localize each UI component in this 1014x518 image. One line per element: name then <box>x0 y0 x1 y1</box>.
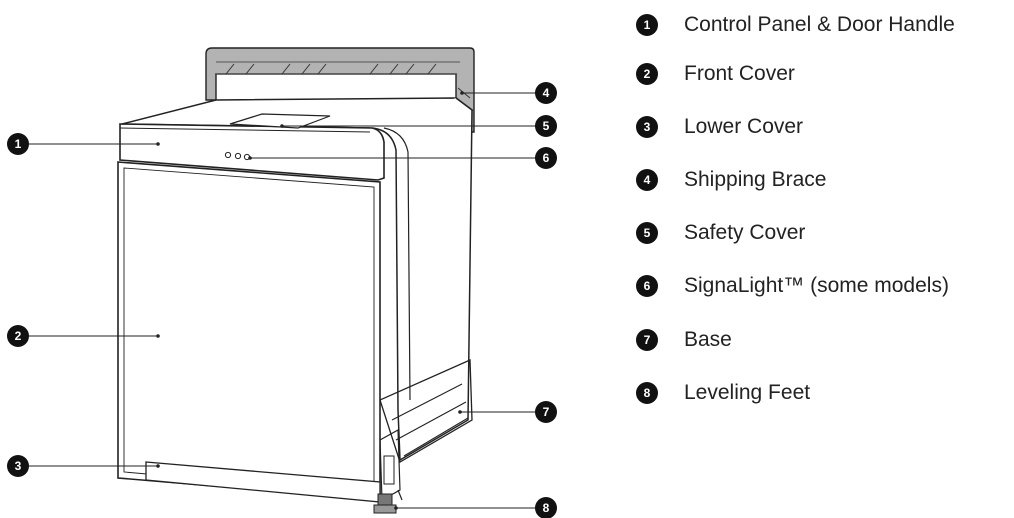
legend-item-leveling-feet: 8 Leveling Feet <box>636 378 810 408</box>
leader-lines <box>20 92 546 509</box>
base-frame <box>379 359 473 502</box>
legend-label: Front Cover <box>684 62 795 85</box>
svg-text:1: 1 <box>15 137 22 151</box>
svg-text:6: 6 <box>543 151 550 165</box>
callout-4: 4 <box>535 82 557 104</box>
legend-label: SignaLight™ (some models) <box>684 274 949 297</box>
callout-8: 8 <box>535 497 557 518</box>
svg-text:3: 3 <box>15 459 22 473</box>
legend-item-front-cover: 2 Front Cover <box>636 59 795 89</box>
shipping-brace <box>205 47 475 133</box>
legend-item-safety-cover: 5 Safety Cover <box>636 218 805 248</box>
legend-item-control-panel: 1 Control Panel & Door Handle <box>636 10 955 40</box>
legend-label: Safety Cover <box>684 221 806 244</box>
control-panel <box>119 123 385 181</box>
legend-badge: 6 <box>636 275 658 297</box>
callout-1: 1 <box>7 133 29 155</box>
legend-item-shipping-brace: 4 Shipping Brace <box>636 165 826 195</box>
front-door <box>117 161 381 501</box>
legend: 1 Control Panel & Door Handle 2 Front Co… <box>636 0 1014 518</box>
legend-badge: 7 <box>636 329 658 351</box>
leveling-foot <box>373 493 397 514</box>
legend-item-lower-cover: 3 Lower Cover <box>636 112 803 142</box>
side-panel <box>371 97 473 462</box>
callout-2: 2 <box>7 325 29 347</box>
legend-label: Leveling Feet <box>684 381 811 404</box>
callout-6: 6 <box>535 147 557 169</box>
legend-label: Control Panel & Door Handle <box>684 13 955 36</box>
svg-text:4: 4 <box>543 86 550 100</box>
legend-badge: 1 <box>636 14 658 36</box>
safety-cover <box>229 113 331 129</box>
legend-badge: 8 <box>636 382 658 404</box>
svg-text:7: 7 <box>543 405 550 419</box>
legend-badge: 5 <box>636 222 658 244</box>
callout-5: 5 <box>535 115 557 137</box>
legend-label: Lower Cover <box>684 115 804 138</box>
callout-3: 3 <box>7 455 29 477</box>
legend-badge: 4 <box>636 169 658 191</box>
svg-text:2: 2 <box>15 329 22 343</box>
svg-text:8: 8 <box>543 501 550 515</box>
legend-badge: 3 <box>636 116 658 138</box>
leader-dots <box>156 91 464 510</box>
callout-7: 7 <box>535 401 557 423</box>
legend-label: Base <box>684 328 732 351</box>
legend-badge: 2 <box>636 63 658 85</box>
svg-text:5: 5 <box>543 119 550 133</box>
legend-item-signalight: 6 SignaLight™ (some models) <box>636 271 949 301</box>
legend-item-base: 7 Base <box>636 325 732 355</box>
legend-label: Shipping Brace <box>684 168 827 191</box>
